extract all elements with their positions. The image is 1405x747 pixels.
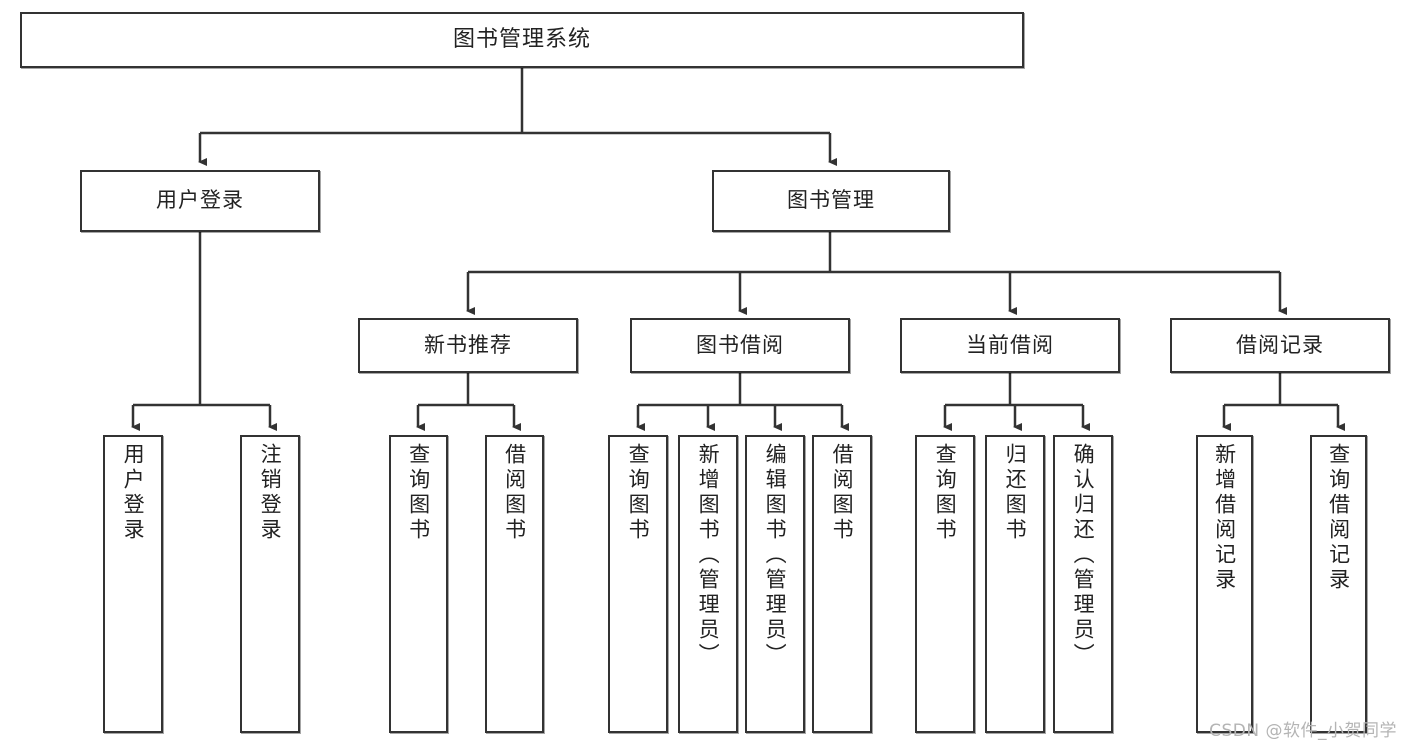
leaf-user-login[interactable]: 用户登录 — [103, 435, 163, 733]
leaf-confirm-return-admin[interactable]: 确认归还（管理员） — [1053, 435, 1113, 733]
node-label: 查询图书 — [933, 443, 958, 543]
leaf-query-book-borrow[interactable]: 查询图书 — [608, 435, 668, 733]
node-label: 归还图书 — [1003, 443, 1028, 543]
watermark-text: CSDN @软件_小贺同学 — [1209, 721, 1397, 741]
node-label: 新增借阅记录 — [1212, 443, 1237, 593]
node-label: 新增图书（管理员） — [696, 443, 721, 668]
node-label: 借阅图书 — [830, 443, 855, 543]
node-user-login[interactable]: 用户登录 — [80, 170, 320, 232]
node-label: 查询图书 — [626, 443, 651, 543]
node-root-book-management-system[interactable]: 图书管理系统 — [20, 12, 1024, 68]
node-label: 借阅图书 — [502, 443, 527, 543]
node-label: 图书管理 — [787, 188, 875, 213]
node-label: 查询图书 — [406, 443, 431, 543]
leaf-borrow-book-recommend[interactable]: 借阅图书 — [485, 435, 544, 733]
node-label: 编辑图书（管理员） — [763, 443, 788, 668]
leaf-edit-book-admin[interactable]: 编辑图书（管理员） — [745, 435, 805, 733]
node-label: 用户登录 — [156, 188, 244, 213]
node-label: 当前借阅 — [966, 332, 1054, 357]
node-label: 图书借阅 — [696, 332, 784, 357]
leaf-add-borrow-record[interactable]: 新增借阅记录 — [1196, 435, 1253, 733]
node-label: 借阅记录 — [1236, 332, 1324, 357]
node-book-management[interactable]: 图书管理 — [712, 170, 950, 232]
leaf-query-book-current[interactable]: 查询图书 — [915, 435, 975, 733]
node-label: 图书管理系统 — [452, 26, 591, 52]
leaf-return-book[interactable]: 归还图书 — [985, 435, 1045, 733]
node-current-borrow[interactable]: 当前借阅 — [900, 318, 1120, 373]
node-label: 查询借阅记录 — [1326, 443, 1351, 593]
leaf-add-book-admin[interactable]: 新增图书（管理员） — [678, 435, 738, 733]
node-label: 确认归还（管理员） — [1071, 443, 1096, 668]
node-borrow-record[interactable]: 借阅记录 — [1170, 318, 1390, 373]
node-label: 用户登录 — [121, 443, 146, 543]
node-book-borrow[interactable]: 图书借阅 — [630, 318, 850, 373]
leaf-borrow-book[interactable]: 借阅图书 — [812, 435, 872, 733]
node-new-book-recommend[interactable]: 新书推荐 — [358, 318, 578, 373]
leaf-query-book-recommend[interactable]: 查询图书 — [389, 435, 448, 733]
node-label: 新书推荐 — [424, 332, 512, 357]
leaf-logout[interactable]: 注销登录 — [240, 435, 300, 733]
leaf-query-borrow-record[interactable]: 查询借阅记录 — [1310, 435, 1367, 733]
node-label: 注销登录 — [258, 443, 283, 543]
